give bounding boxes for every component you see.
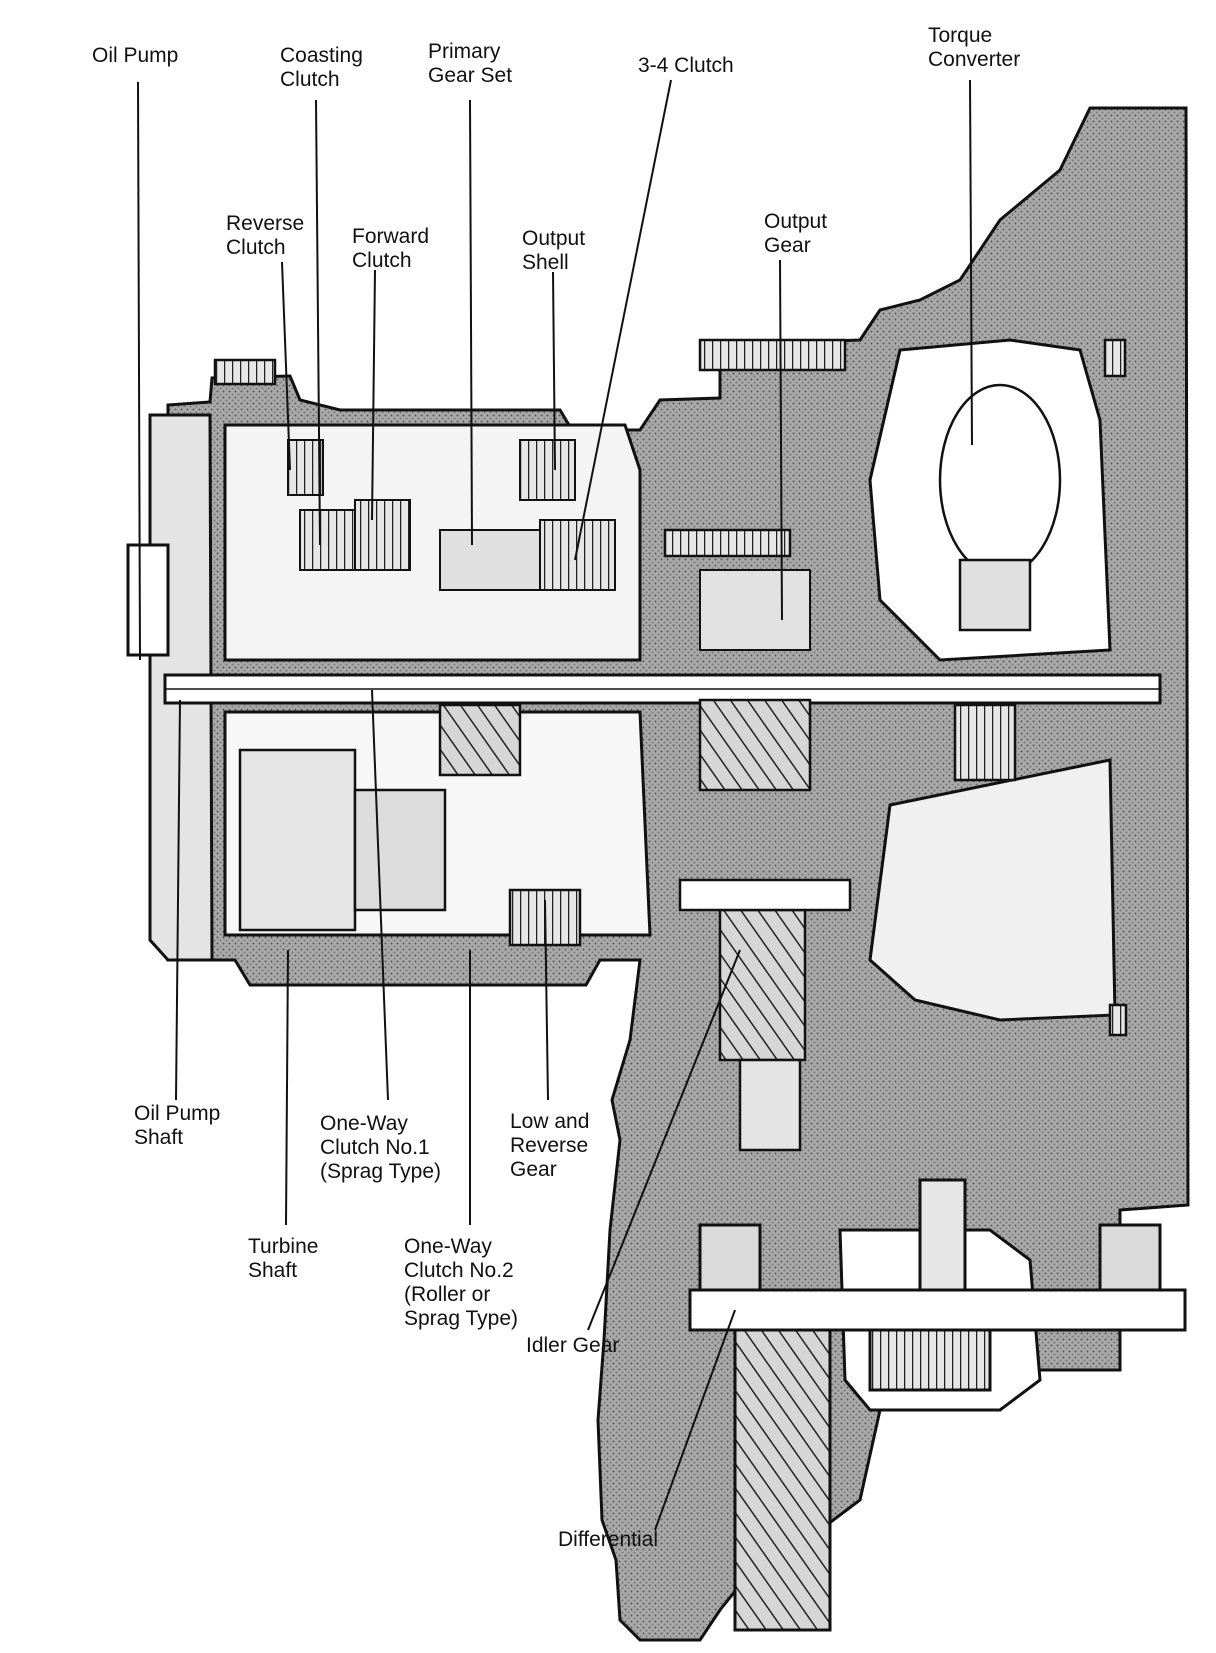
label-reverse-clutch: Reverse Clutch xyxy=(226,212,305,259)
converter-turbine xyxy=(938,383,1062,577)
label-turbine-shaft: Turbine Shaft xyxy=(248,1235,319,1282)
side-gear-left xyxy=(868,1328,992,1392)
leader-oil-pump-shaft xyxy=(175,699,181,1101)
leader-coasting-clutch xyxy=(315,99,321,546)
lower-gears xyxy=(238,383,1062,1152)
bolt-top-right xyxy=(698,338,847,372)
label-oil-pump: Oil Pump xyxy=(92,44,179,67)
leader-output-shell xyxy=(552,271,556,471)
label-output-gear: Output Gear xyxy=(764,210,828,257)
leader-one-way-clutch-1 xyxy=(371,689,389,1101)
bolt-lower-right xyxy=(1108,1003,1128,1037)
leader-output-gear xyxy=(779,259,783,621)
one-way-clutch-body xyxy=(238,748,357,932)
output-gear-body xyxy=(699,569,811,651)
label-torque-converter: Torque Converter xyxy=(928,24,1021,71)
converter-spring xyxy=(953,703,1017,782)
leader-oil-pump xyxy=(137,81,141,661)
clutch-packs xyxy=(287,439,811,651)
main-shaft xyxy=(163,673,1162,705)
label-one-way-clutch-1: One-Way Clutch No.1 (Sprag Type) xyxy=(320,1112,442,1183)
bolt-right xyxy=(1103,338,1127,378)
leader-low-reverse-gear xyxy=(544,899,549,1101)
bolt-mid xyxy=(663,528,792,558)
label-differential: Differential xyxy=(558,1528,658,1551)
lower-gear-stub xyxy=(738,1058,802,1152)
diff-bearing-right xyxy=(1098,1223,1162,1292)
leader-forward-clutch xyxy=(371,269,376,521)
label-one-way-clutch-2: One-Way Clutch No.2 (Roller or Sprag Typ… xyxy=(404,1235,519,1330)
diff-bearing-left xyxy=(698,1223,762,1292)
primary-gear-set-body xyxy=(439,529,541,591)
idler-gear-body xyxy=(718,908,807,1062)
label-forward-clutch: Forward Clutch xyxy=(352,225,430,272)
label-low-reverse-gear: Low and Reverse Gear xyxy=(510,1110,590,1181)
output-shell-pack xyxy=(519,439,576,501)
leader-differential xyxy=(654,1309,736,1531)
pump-cover xyxy=(126,543,170,657)
housing-bolts xyxy=(213,338,1128,1037)
label-oil-pump-shaft: Oil Pump Shaft xyxy=(134,1102,221,1149)
leader-lines xyxy=(137,79,973,1531)
label-primary-gear-set: Primary Gear Set xyxy=(428,40,513,87)
leader-primary-gear-set xyxy=(469,99,473,546)
output-helical-gear xyxy=(698,698,812,792)
converter-lower-bowl xyxy=(868,758,1117,1022)
leader-torque-converter xyxy=(969,79,973,446)
label-idler-gear: Idler Gear xyxy=(526,1334,620,1357)
converter-hub xyxy=(958,558,1032,632)
coasting-clutch-pack xyxy=(299,509,356,571)
idler-shaft xyxy=(678,878,852,912)
differential-assembly xyxy=(688,1178,1187,1632)
sprag-body xyxy=(353,788,447,912)
leader-idler-gear xyxy=(587,949,741,1331)
primary-helical-gear xyxy=(438,703,522,777)
final-drive-gear xyxy=(733,1288,832,1632)
clutch-3-4-pack xyxy=(539,519,616,591)
label-3-4-clutch: 3-4 Clutch xyxy=(638,54,734,77)
label-coasting-clutch: Coasting Clutch xyxy=(280,44,363,91)
label-output-shell: Output Shell xyxy=(522,227,586,274)
leader-3-4-clutch xyxy=(574,79,672,561)
reverse-clutch-pack xyxy=(287,439,324,496)
leader-turbine-shaft xyxy=(285,949,289,1226)
forward-clutch-pack xyxy=(354,499,411,571)
bolt-top-left xyxy=(213,358,277,386)
axle-shaft xyxy=(688,1288,1187,1332)
leader-reverse-clutch xyxy=(281,261,291,471)
